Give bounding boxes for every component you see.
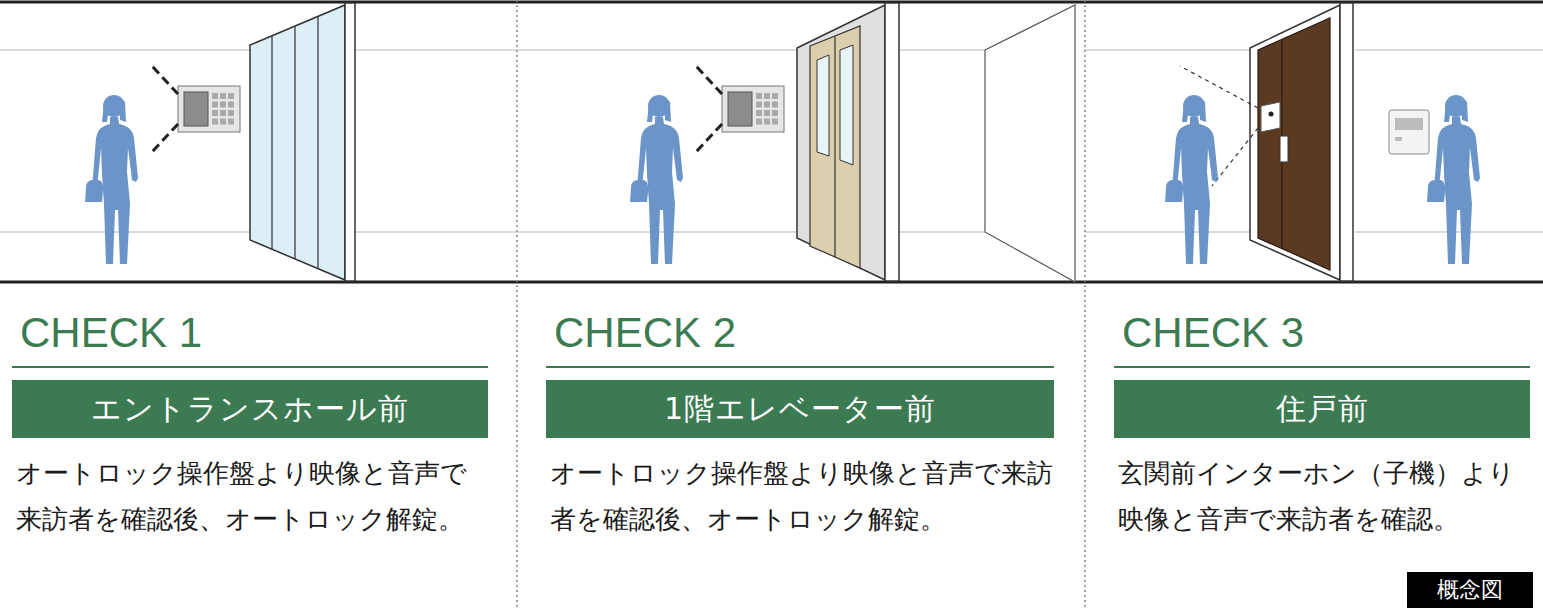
note-label: 概念図 xyxy=(1407,572,1533,608)
description-text: オートロック操作盤より映像と音声で来訪者を確認後、オートロック解錠。 xyxy=(546,450,1054,542)
description-text: 玄関前インターホン（子機）より映像と音声で来訪者を確認。 xyxy=(1114,450,1530,542)
location-band: エントランスホール前 xyxy=(12,380,488,438)
check-panel: CHECK 2 1階エレベーター前オートロック操作盤より映像と音声で来訪者を確認後… xyxy=(546,308,1054,542)
location-band: 1階エレベーター前 xyxy=(546,380,1054,438)
check-heading: CHECK 3 xyxy=(1114,308,1530,368)
check-heading: CHECK 1 xyxy=(12,308,488,368)
location-band: 住戸前 xyxy=(1114,380,1530,438)
check-panel: CHECK 3 住戸前玄関前インターホン（子機）より映像と音声で来訪者を確認。 xyxy=(1114,308,1530,542)
check-panel: CHECK 1 エントランスホール前オートロック操作盤より映像と音声で来訪者を確認… xyxy=(12,308,488,542)
description-text: オートロック操作盤より映像と音声で来訪者を確認後、オートロック解錠。 xyxy=(12,450,488,542)
check-heading: CHECK 2 xyxy=(546,308,1054,368)
